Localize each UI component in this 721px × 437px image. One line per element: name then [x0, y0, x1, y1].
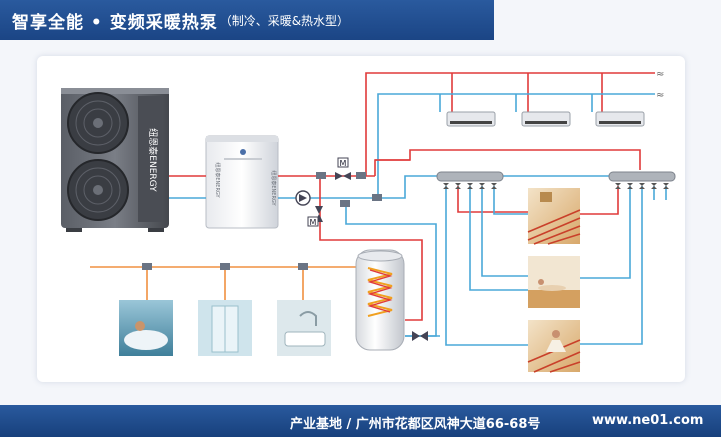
- manifold-left: [436, 171, 504, 182]
- motorized-valve-icon: [335, 172, 351, 180]
- shower-photo: [198, 300, 252, 356]
- valve-icon: [651, 183, 657, 189]
- tee-fitting-icon: [220, 263, 230, 270]
- indoor-unit-brand-right: 纽恩泰ENERGY: [270, 170, 277, 206]
- indoor-unit-brand-left: 纽恩泰ENERGY: [214, 162, 221, 198]
- pipe-break-icon: ≈: [656, 90, 664, 101]
- pipe-cold-return: [310, 175, 440, 199]
- tee-fitting-icon: [316, 172, 326, 179]
- footer-address: 产业基地 / 广州市花都区风神大道66-68号: [290, 417, 541, 432]
- outlet-valve-icon: [412, 331, 428, 341]
- bathtub-photo: [119, 300, 173, 356]
- pipe-hot-manifold: [375, 149, 641, 170]
- pipe-network: [90, 72, 667, 346]
- valve-icon: [455, 183, 461, 189]
- valve-icon: [639, 183, 645, 189]
- header-banner: 智享全能 • 变频采暖热泵 （制冷、采暖&热水型）: [0, 0, 494, 40]
- floor-manifolds: [436, 171, 676, 189]
- tee-fitting-icon: [340, 200, 350, 207]
- fan-coil-units: [446, 111, 645, 127]
- indoor-unit: 纽恩泰ENERGY 纽恩泰ENERGY: [205, 135, 279, 229]
- valve-label-2: M: [310, 218, 317, 227]
- valve-label-1: M: [340, 159, 347, 168]
- indoor-unit-display-icon: [240, 149, 246, 155]
- valve-icon: [663, 183, 669, 189]
- valve-icon: [467, 183, 473, 189]
- valve-icon: [627, 183, 633, 189]
- hot-water-tank: [355, 249, 405, 351]
- fan-coil-unit: [446, 111, 496, 127]
- manifold-right: [608, 171, 676, 182]
- page-title: 智享全能 • 变频采暖热泵: [12, 12, 218, 33]
- valve-icon: [479, 183, 485, 189]
- living-room-photo: [528, 256, 580, 308]
- domestic-hot-water-scenes: [119, 300, 331, 356]
- valve-icon: [443, 183, 449, 189]
- valve-icon: [491, 183, 497, 189]
- page-subtitle: （制冷、采暖&热水型）: [219, 13, 350, 28]
- tee-fitting-icon: [298, 263, 308, 270]
- tee-fitting-icon: [142, 263, 152, 270]
- outdoor-heat-pump-unit: 纽恩泰ENERGY: [61, 88, 169, 232]
- pipe-hot-fancoil-trunk: [365, 72, 655, 176]
- fan-coil-unit: [595, 111, 645, 127]
- yoga-room-photo: [527, 320, 581, 373]
- sink-photo: [277, 300, 331, 356]
- fan-coil-unit: [521, 111, 571, 127]
- floor-heating-photo: [527, 188, 581, 245]
- valve-icon: [615, 183, 621, 189]
- floor-heating-scenes: [527, 188, 581, 373]
- outdoor-unit-brand: 纽恩泰ENERGY: [147, 128, 159, 192]
- control-components: M M: [142, 157, 428, 341]
- footer-banner: 产业基地 / 广州市花都区风神大道66-68号 www.ne01.com: [0, 405, 721, 437]
- tee-fitting-icon: [356, 172, 366, 179]
- pipe-cold-fancoil-trunk: [377, 93, 655, 198]
- pipe-break-icon: ≈: [656, 69, 664, 80]
- heating-coil-icon: [367, 267, 393, 317]
- footer-website-link[interactable]: www.ne01.com: [592, 413, 704, 428]
- tee-fitting-icon: [372, 194, 382, 201]
